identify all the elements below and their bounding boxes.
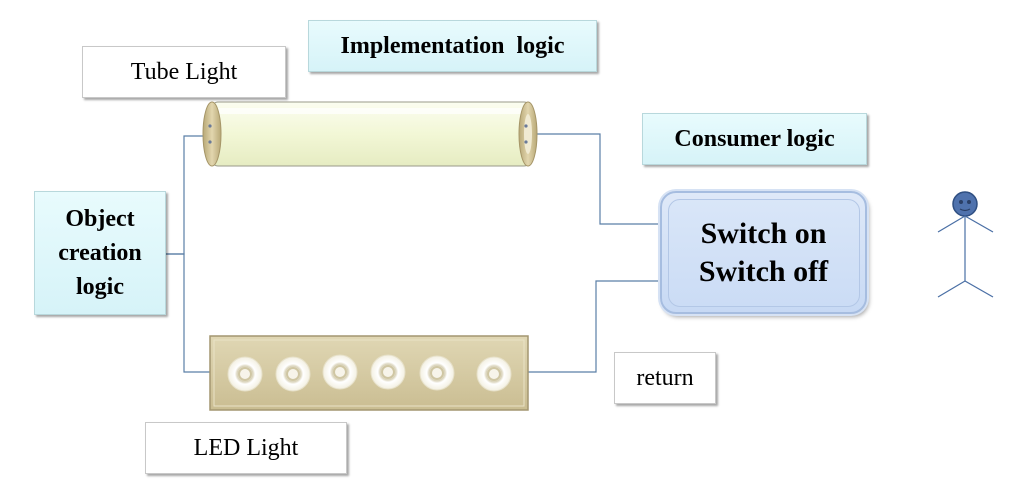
return-label: return <box>614 352 716 404</box>
object-creation-line-1: Object <box>65 206 135 232</box>
stick-figure-icon <box>937 191 994 298</box>
led-light-label-text: LED Light <box>193 434 299 461</box>
tube-light-label: Tube Light <box>82 46 286 98</box>
connector-lines <box>166 133 662 373</box>
connector-object-to-led <box>166 253 210 373</box>
led-bulbs <box>227 354 512 392</box>
object-creation-line-3: logic <box>76 274 124 300</box>
implementation-logic-text: Implementation logic <box>340 32 565 59</box>
led-light-label: LED Light <box>145 422 347 474</box>
object-creation-line-2: creation <box>58 240 142 266</box>
consumer-logic-label: Consumer logic <box>642 113 867 165</box>
implementation-logic-label: Implementation logic <box>308 20 597 72</box>
switch-off-text: Switch off <box>698 254 829 288</box>
led-panel-icon <box>209 335 529 411</box>
tube-light-label-text: Tube Light <box>130 58 238 85</box>
switch-on-text: Switch on <box>700 216 827 250</box>
tube-cap-left <box>202 101 222 167</box>
consumer-logic-text: Consumer logic <box>674 125 835 152</box>
switch-box[interactable]: Switch on Switch off <box>660 191 867 314</box>
connector-led-to-switch <box>528 280 662 373</box>
return-label-text: return <box>636 364 694 391</box>
connector-object-to-tube <box>166 135 206 255</box>
tube-light-icon <box>202 101 538 167</box>
switch-box-inner: Switch on Switch off <box>667 198 860 307</box>
connector-tube-to-switch <box>536 133 662 225</box>
object-creation-logic-label: Object creation logic <box>34 191 166 315</box>
